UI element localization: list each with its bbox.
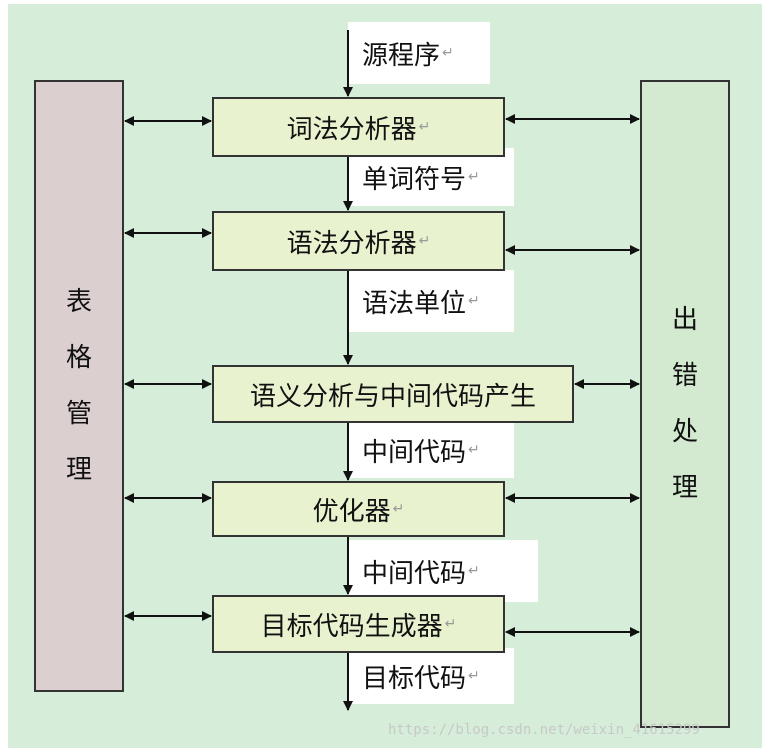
paragraph-mark: ↵	[418, 119, 431, 135]
error-handling-char-3: 处	[671, 417, 698, 447]
source-label-text: 源程序	[362, 40, 441, 71]
error-handling-box: 出 错 处 理	[640, 80, 730, 728]
stage-label-codegen: 目标代码生成器	[260, 611, 443, 642]
paragraph-mark: ↵	[468, 169, 480, 185]
stage-label-semantic: 语义分析与中间代码产生	[249, 381, 536, 412]
stage-box-optimizer: 优化器↵	[212, 481, 505, 537]
paragraph-mark: ↵	[468, 668, 480, 684]
flow-label-3: 中间代码↵	[348, 422, 514, 478]
table-management-char-1: 表	[65, 287, 92, 317]
flow-label-2-text: 语法单位	[362, 288, 467, 319]
stage-box-semantic: 语义分析与中间代码产生	[212, 365, 574, 423]
stage-label-parser: 语法分析器	[286, 228, 417, 259]
error-handling-char-2: 错	[671, 361, 698, 391]
flow-label-4: 中间代码↵	[348, 540, 538, 602]
stage-box-lexer: 词法分析器↵	[212, 97, 505, 157]
flow-label-3-text: 中间代码	[362, 437, 467, 468]
error-handling-label: 出 错 处 理	[672, 292, 698, 516]
paragraph-mark: ↵	[468, 293, 480, 309]
watermark: https://blog.csdn.net/weixin_41615299	[388, 722, 700, 738]
stage-label-lexer: 词法分析器	[286, 114, 417, 145]
paragraph-mark: ↵	[418, 233, 431, 249]
table-management-char-3: 管	[65, 399, 92, 429]
flow-label-2: 语法单位↵	[348, 270, 514, 332]
table-management-char-4: 理	[65, 455, 92, 485]
source-label: 源程序↵	[348, 22, 490, 84]
flow-label-4-text: 中间代码	[362, 558, 467, 589]
stage-label-optimizer: 优化器	[312, 496, 391, 527]
flow-label-1-text: 单词符号	[362, 164, 467, 195]
paragraph-mark: ↵	[468, 563, 480, 579]
flow-label-1: 单词符号↵	[348, 148, 514, 206]
table-management-char-2: 格	[65, 343, 92, 373]
stage-box-parser: 语法分析器↵	[212, 211, 505, 271]
flow-label-5: 目标代码↵	[348, 648, 514, 704]
paragraph-mark: ↵	[444, 616, 457, 632]
paragraph-mark: ↵	[392, 501, 405, 517]
table-management-box: 表 格 管 理	[34, 80, 124, 692]
stage-box-codegen: 目标代码生成器↵	[212, 595, 505, 653]
flow-label-5-text: 目标代码	[362, 663, 467, 694]
error-handling-char-4: 理	[671, 473, 698, 503]
paragraph-mark: ↵	[442, 45, 454, 61]
error-handling-char-1: 出	[671, 305, 698, 335]
paragraph-mark: ↵	[468, 442, 480, 458]
table-management-label: 表 格 管 理	[66, 274, 92, 498]
